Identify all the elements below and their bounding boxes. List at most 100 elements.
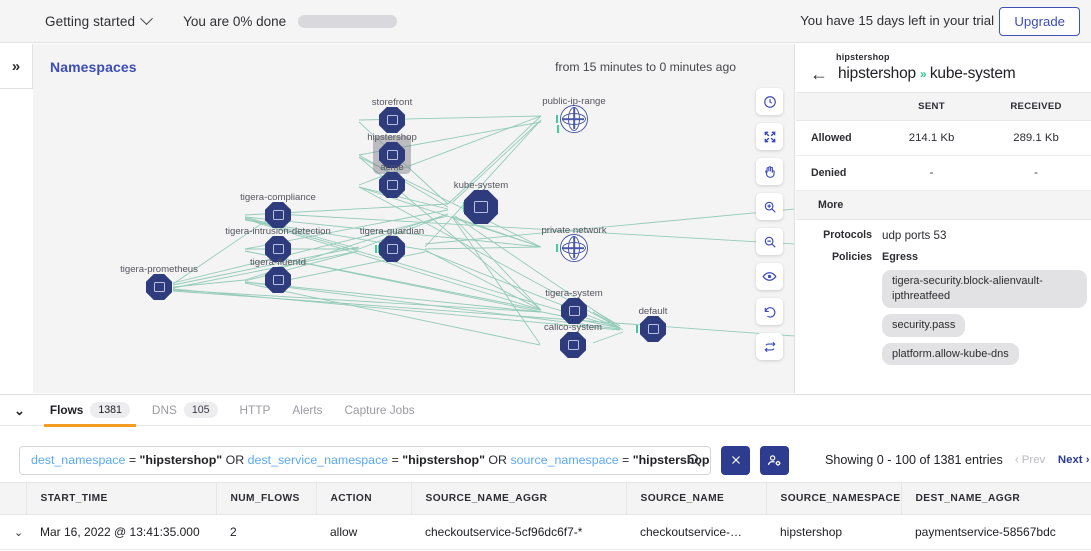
service-graph-panel[interactable]: Namespaces from 15 minutes to 0 minutes … (33, 44, 795, 393)
policy-chip[interactable]: security.pass (882, 313, 966, 337)
table-row: Allowed 214.1 Kb 289.1 Kb (796, 120, 1091, 156)
results-count: Showing 0 - 100 of 1381 entries (825, 453, 1003, 467)
search-input[interactable]: dest_namespace = "hipstershop" OR dest_s… (19, 445, 711, 475)
row-expand-button[interactable]: ⌄ (0, 514, 26, 550)
upgrade-button[interactable]: Upgrade (999, 7, 1080, 36)
detail-source: hipstershop (838, 65, 916, 82)
tab-capture-jobs[interactable]: Capture Jobs (334, 395, 426, 426)
search-token-field: dest_namespace (31, 453, 126, 467)
tab-label: DNS (151, 403, 177, 417)
tab-label: HTTP (239, 403, 271, 417)
protocols-value: udp ports 53 (882, 229, 947, 242)
namespace-node-icon[interactable] (561, 298, 587, 324)
sidebar-expand-button[interactable]: » (0, 44, 33, 89)
globe-icon[interactable] (560, 234, 588, 262)
search-icon[interactable] (686, 452, 702, 471)
progress-bar (298, 14, 398, 28)
detail-eyebrow: hipstershop (836, 52, 890, 62)
denied-sent: - (882, 155, 982, 191)
policy-chip[interactable]: tigera-security.block-alienvault-ipthrea… (882, 270, 1087, 308)
tab-badge: 105 (183, 402, 218, 418)
namespace-node-icon[interactable] (265, 267, 291, 293)
col-blank (796, 92, 882, 121)
tab-http[interactable]: HTTP (229, 395, 282, 426)
col-source_name[interactable]: SOURCE_NAME (626, 482, 767, 515)
row-label-denied: Denied (796, 155, 882, 191)
col-source_name_aggr[interactable]: SOURCE_NAME_AGGR (411, 482, 627, 515)
table-row: Denied - - (796, 155, 1091, 191)
namespace-node-icon[interactable] (265, 236, 291, 262)
graph-toolbar (756, 88, 783, 360)
col-dest_name_aggr[interactable]: DEST_NAME_AGGR (901, 482, 1091, 515)
col-expander (0, 482, 27, 515)
double-chevron-down-icon[interactable]: ⌄ (14, 402, 25, 418)
namespace-node-icon[interactable] (265, 202, 291, 228)
policies-row: Policies Egress tigera-security.block-al… (796, 242, 1091, 371)
col-num_flows[interactable]: NUM_FLOWS (216, 482, 317, 515)
cell-dest-name-aggr: paymentservice-58567bdc (901, 514, 1091, 550)
page-title: Namespaces (50, 59, 137, 75)
policy-chip-list: tigera-security.block-alienvault-ipthrea… (882, 270, 1091, 371)
eye-icon[interactable] (756, 263, 783, 290)
search-token-val: "hipstershop" (402, 453, 485, 467)
search-token-val: "hipstershop" (139, 453, 223, 467)
col-action[interactable]: ACTION (316, 482, 412, 515)
cell-num-flows: 2 (216, 514, 316, 550)
search-token-op: = (125, 453, 140, 467)
policies-label: Policies (831, 251, 872, 263)
zoom-in-icon[interactable] (756, 193, 783, 220)
expand-icon[interactable] (756, 123, 783, 150)
undo-icon[interactable] (756, 298, 783, 325)
namespace-node-icon[interactable] (379, 172, 405, 198)
flow-detail-panel: hipstershop ← hipstershop » kube-system … (796, 44, 1091, 393)
search-token-or: OR (222, 453, 248, 467)
tab-dns[interactable]: DNS 105 (141, 395, 229, 426)
double-chevron-right-icon: » (11, 57, 21, 75)
policy-chip[interactable]: platform.allow-kube-dns (882, 342, 1019, 366)
detail-header: hipstershop ← hipstershop » kube-system (796, 44, 1091, 92)
search-token-or: OR (484, 453, 511, 467)
zoom-out-icon[interactable] (756, 228, 783, 255)
tab-label: Alerts (292, 403, 323, 417)
col-start_time[interactable]: START_TIME (26, 482, 217, 515)
namespace-node-icon[interactable] (146, 274, 172, 300)
flow-direction-icon: » (920, 67, 927, 81)
traffic-summary-table: SENT RECEIVED Allowed 214.1 Kb 289.1 Kb … (796, 92, 1091, 191)
namespace-node-icon[interactable] (379, 142, 405, 168)
allowed-received: 289.1 Kb (981, 120, 1091, 156)
back-arrow-icon[interactable]: ← (810, 64, 828, 84)
more-section-header[interactable]: More (796, 191, 1091, 220)
tab-alerts[interactable]: Alerts (281, 395, 333, 426)
detail-dest: kube-system (929, 65, 1016, 82)
clear-search-button[interactable] (721, 445, 750, 475)
user-settings-button[interactable] (760, 445, 789, 475)
allowed-sent: 214.1 Kb (882, 120, 982, 156)
clock-icon[interactable] (756, 88, 783, 115)
denied-received: - (981, 155, 1091, 191)
namespace-node-icon[interactable] (640, 316, 666, 342)
hand-icon[interactable] (756, 158, 783, 185)
next-page-button[interactable]: Next › (1057, 454, 1090, 466)
namespace-node-icon[interactable] (560, 332, 586, 358)
table-header-row: SENT RECEIVED (796, 92, 1091, 121)
refresh-icon[interactable] (756, 333, 783, 360)
search-token-op: = (388, 453, 403, 467)
search-token-op: = (618, 453, 633, 467)
namespace-node-icon[interactable] (464, 190, 498, 224)
namespace-node-icon[interactable] (379, 236, 405, 262)
col-received: RECEIVED (981, 92, 1091, 121)
protocols-row: Protocols udp ports 53 (796, 220, 1091, 242)
globe-icon[interactable] (560, 105, 588, 133)
namespace-node-icon[interactable] (379, 107, 405, 133)
prev-page-button[interactable]: ‹ Prev (1014, 454, 1046, 466)
getting-started-menu[interactable]: Getting started (45, 11, 153, 29)
col-source_namespace[interactable]: SOURCE_NAMESPACE (766, 482, 902, 515)
cell-action: allow (316, 514, 411, 550)
